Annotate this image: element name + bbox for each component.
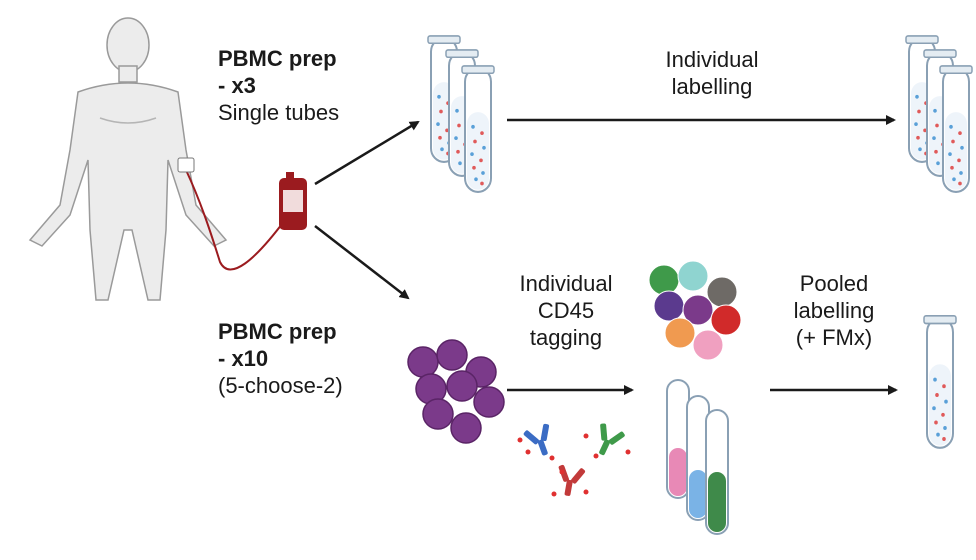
pooled-labelling-label: Pooled labelling (+ FMx): [764, 270, 904, 351]
test-tube-icon: [922, 314, 958, 449]
human-figure-icon: [28, 17, 228, 301]
top-prep-note: Single tubes: [218, 100, 340, 125]
test-tube-icon: [426, 34, 496, 193]
individual-labelling-line2: labelling: [671, 74, 753, 99]
iv-bandage-icon: [177, 157, 195, 173]
pooled-labelling-line1: Pooled: [799, 271, 869, 296]
individual-labelling-line1: Individual: [665, 47, 759, 72]
cd45-tagging-line3: tagging: [529, 325, 603, 350]
blood-bag-icon: [279, 172, 307, 230]
arrow-to-single-tubes: [314, 120, 420, 186]
bottom-prep-title: PBMC prep: [218, 319, 337, 344]
arrow-to-cell-cluster: [314, 225, 410, 300]
cell-cluster-icon: [407, 339, 505, 444]
test-tube-icon: [904, 34, 974, 193]
antibody-icon: [517, 421, 631, 499]
top-prep-title: PBMC prep: [218, 46, 337, 71]
test-tube-icon: [666, 379, 729, 535]
cd45-tagging-line1: Individual: [519, 271, 613, 296]
pooled-labelling-line2: labelling: [793, 298, 875, 323]
top-prep-count: - x3: [218, 73, 256, 98]
pooled-labelling-line3: (+ FMx): [795, 325, 873, 350]
individual-labelling-label: Individual labelling: [632, 46, 792, 100]
top-prep-label: PBMC prep - x3 Single tubes: [218, 45, 339, 126]
bottom-prep-note: (5-choose-2): [218, 373, 343, 398]
cd45-tagging-line2: CD45: [537, 298, 595, 323]
bottom-prep-count: - x10: [218, 346, 269, 371]
iv-line-icon: [185, 169, 286, 271]
cd45-tagging-label: Individual CD45 tagging: [496, 270, 636, 351]
colored-cell-cluster-icon: [648, 260, 742, 361]
bottom-prep-label: PBMC prep - x10 (5-choose-2): [218, 318, 343, 399]
